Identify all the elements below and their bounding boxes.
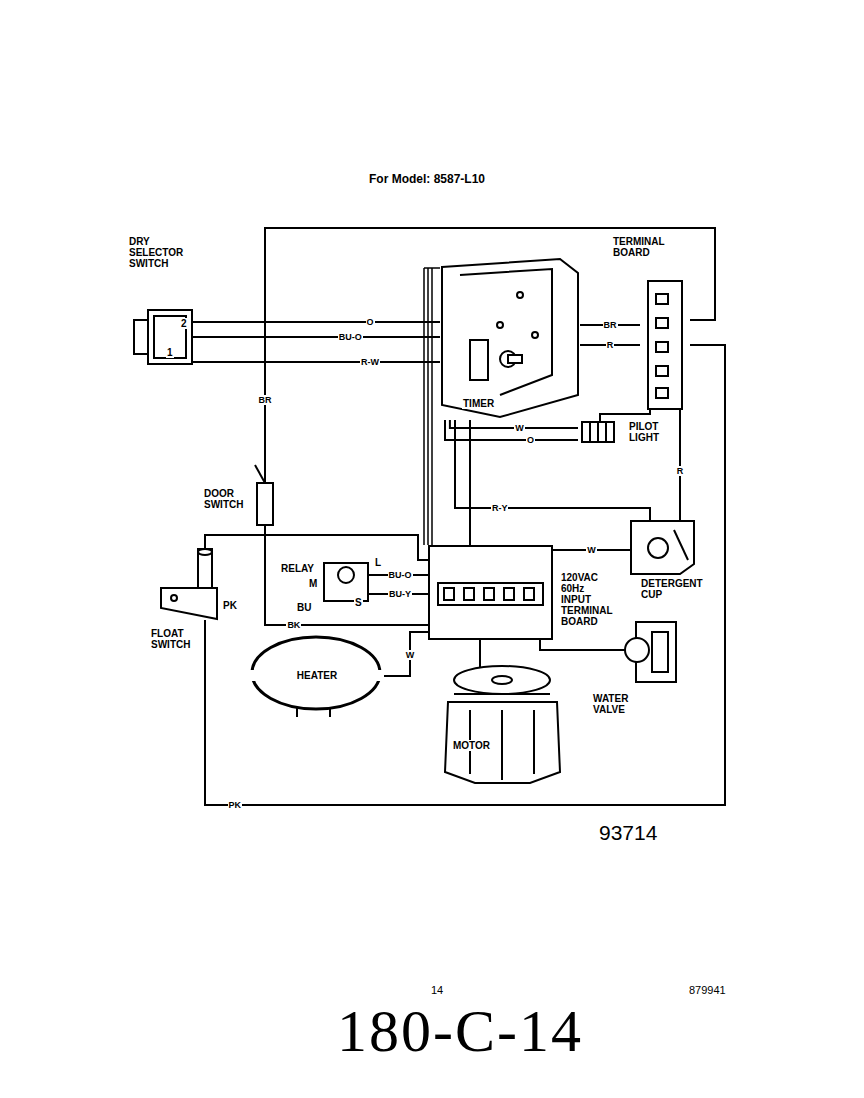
wire-color-code: BR (258, 395, 273, 405)
float-switch: FLOAT SWITCH (160, 548, 218, 620)
wire (479, 640, 481, 662)
wire-color-code: W (514, 423, 525, 433)
float-switch-drawing (160, 548, 218, 620)
wire (455, 420, 650, 520)
wire (205, 535, 428, 560)
door-switch: DOOR SWITCH (253, 465, 277, 525)
wire-color-code: O (366, 317, 375, 327)
component-label: FLOAT SWITCH (150, 628, 200, 650)
terminal-label: 2 (180, 318, 188, 329)
wire-color-code: BU-O (338, 332, 363, 342)
selector-switch: DRY SELECTOR SWITCH21 (130, 300, 210, 372)
wire-color-code: BU (296, 602, 312, 613)
timer-drawing (440, 255, 580, 420)
wire-color-code: W (405, 650, 416, 660)
component-label: PILOT LIGHT (628, 421, 675, 443)
wire-color-code: W (586, 545, 597, 555)
motor-drawing (440, 662, 565, 784)
wire (265, 525, 428, 625)
water-valve: WATER VALVE (622, 612, 680, 690)
component-label: TIMER (462, 398, 495, 409)
door-switch-drawing (253, 465, 277, 525)
wire-color-code: BU-Y (388, 589, 412, 599)
wire-color-code: R (676, 466, 685, 476)
wire-color-code: BK (286, 620, 301, 630)
input-terminal-board-drawing (428, 545, 553, 640)
wire-color-code: PK (228, 800, 243, 810)
pilot-light-drawing (578, 418, 623, 446)
input-terminal-board: 120VAC 60Hz INPUT TERMINAL BOARD (428, 545, 553, 640)
wire (469, 420, 471, 545)
relay: RELAYLMS (320, 555, 372, 610)
wire-color-code: R (606, 340, 615, 350)
wire (382, 632, 428, 676)
selector-switch-drawing (130, 300, 210, 372)
terminal-label: 1 (166, 347, 174, 358)
wire-color-code: PK (222, 600, 238, 611)
component-label: MOTOR (452, 740, 491, 751)
handwritten-note: 180-C-14 (336, 998, 584, 1064)
wire-color-code: R-Y (491, 503, 509, 513)
component-label: 120VAC 60Hz INPUT TERMINAL BOARD (560, 572, 617, 627)
component-label: TERMINAL BOARD (612, 236, 676, 258)
wire (600, 410, 650, 418)
wire-color-code: R-W (360, 357, 380, 367)
component-label: RELAY (280, 563, 315, 574)
timer: TIMER (440, 255, 580, 420)
wire (210, 336, 440, 338)
terminal-board: TERMINAL BOARD (640, 280, 690, 410)
part-number: 879941 (688, 984, 727, 997)
terminal-label: L (374, 557, 382, 568)
wire-color-code: O (526, 435, 535, 445)
wire (210, 321, 440, 323)
water-valve-drawing (622, 612, 680, 690)
component-label: DETERGENT CUP (640, 578, 712, 600)
wire (205, 345, 725, 805)
detergent-cup: DETERGENT CUP (630, 520, 695, 575)
wire-harness (424, 268, 440, 545)
diagram-title: For Model: 8587-L10 (368, 172, 486, 186)
motor: MOTOR (440, 662, 565, 784)
wire (445, 420, 578, 440)
wire (210, 361, 440, 363)
pilot-light: PILOT LIGHT (578, 418, 623, 446)
terminal-board-drawing (640, 280, 690, 410)
wire-color-code: BU-O (388, 570, 413, 580)
heater-element: HEATER (250, 635, 382, 717)
relay-drawing (320, 555, 372, 610)
diagram-number: 93714 (598, 821, 658, 845)
wire-color-code: BR (603, 320, 618, 330)
terminal-label: S (354, 597, 363, 608)
terminal-label: M (308, 578, 318, 589)
component-label: HEATER (250, 670, 384, 681)
detergent-cup-drawing (630, 520, 695, 575)
component-label: WATER VALVE (592, 693, 646, 715)
page-number: 14 (430, 984, 444, 997)
component-label: DOOR SWITCH (203, 488, 251, 510)
wire (265, 228, 715, 465)
wire (540, 640, 622, 650)
component-label: DRY SELECTOR SWITCH (128, 236, 200, 269)
